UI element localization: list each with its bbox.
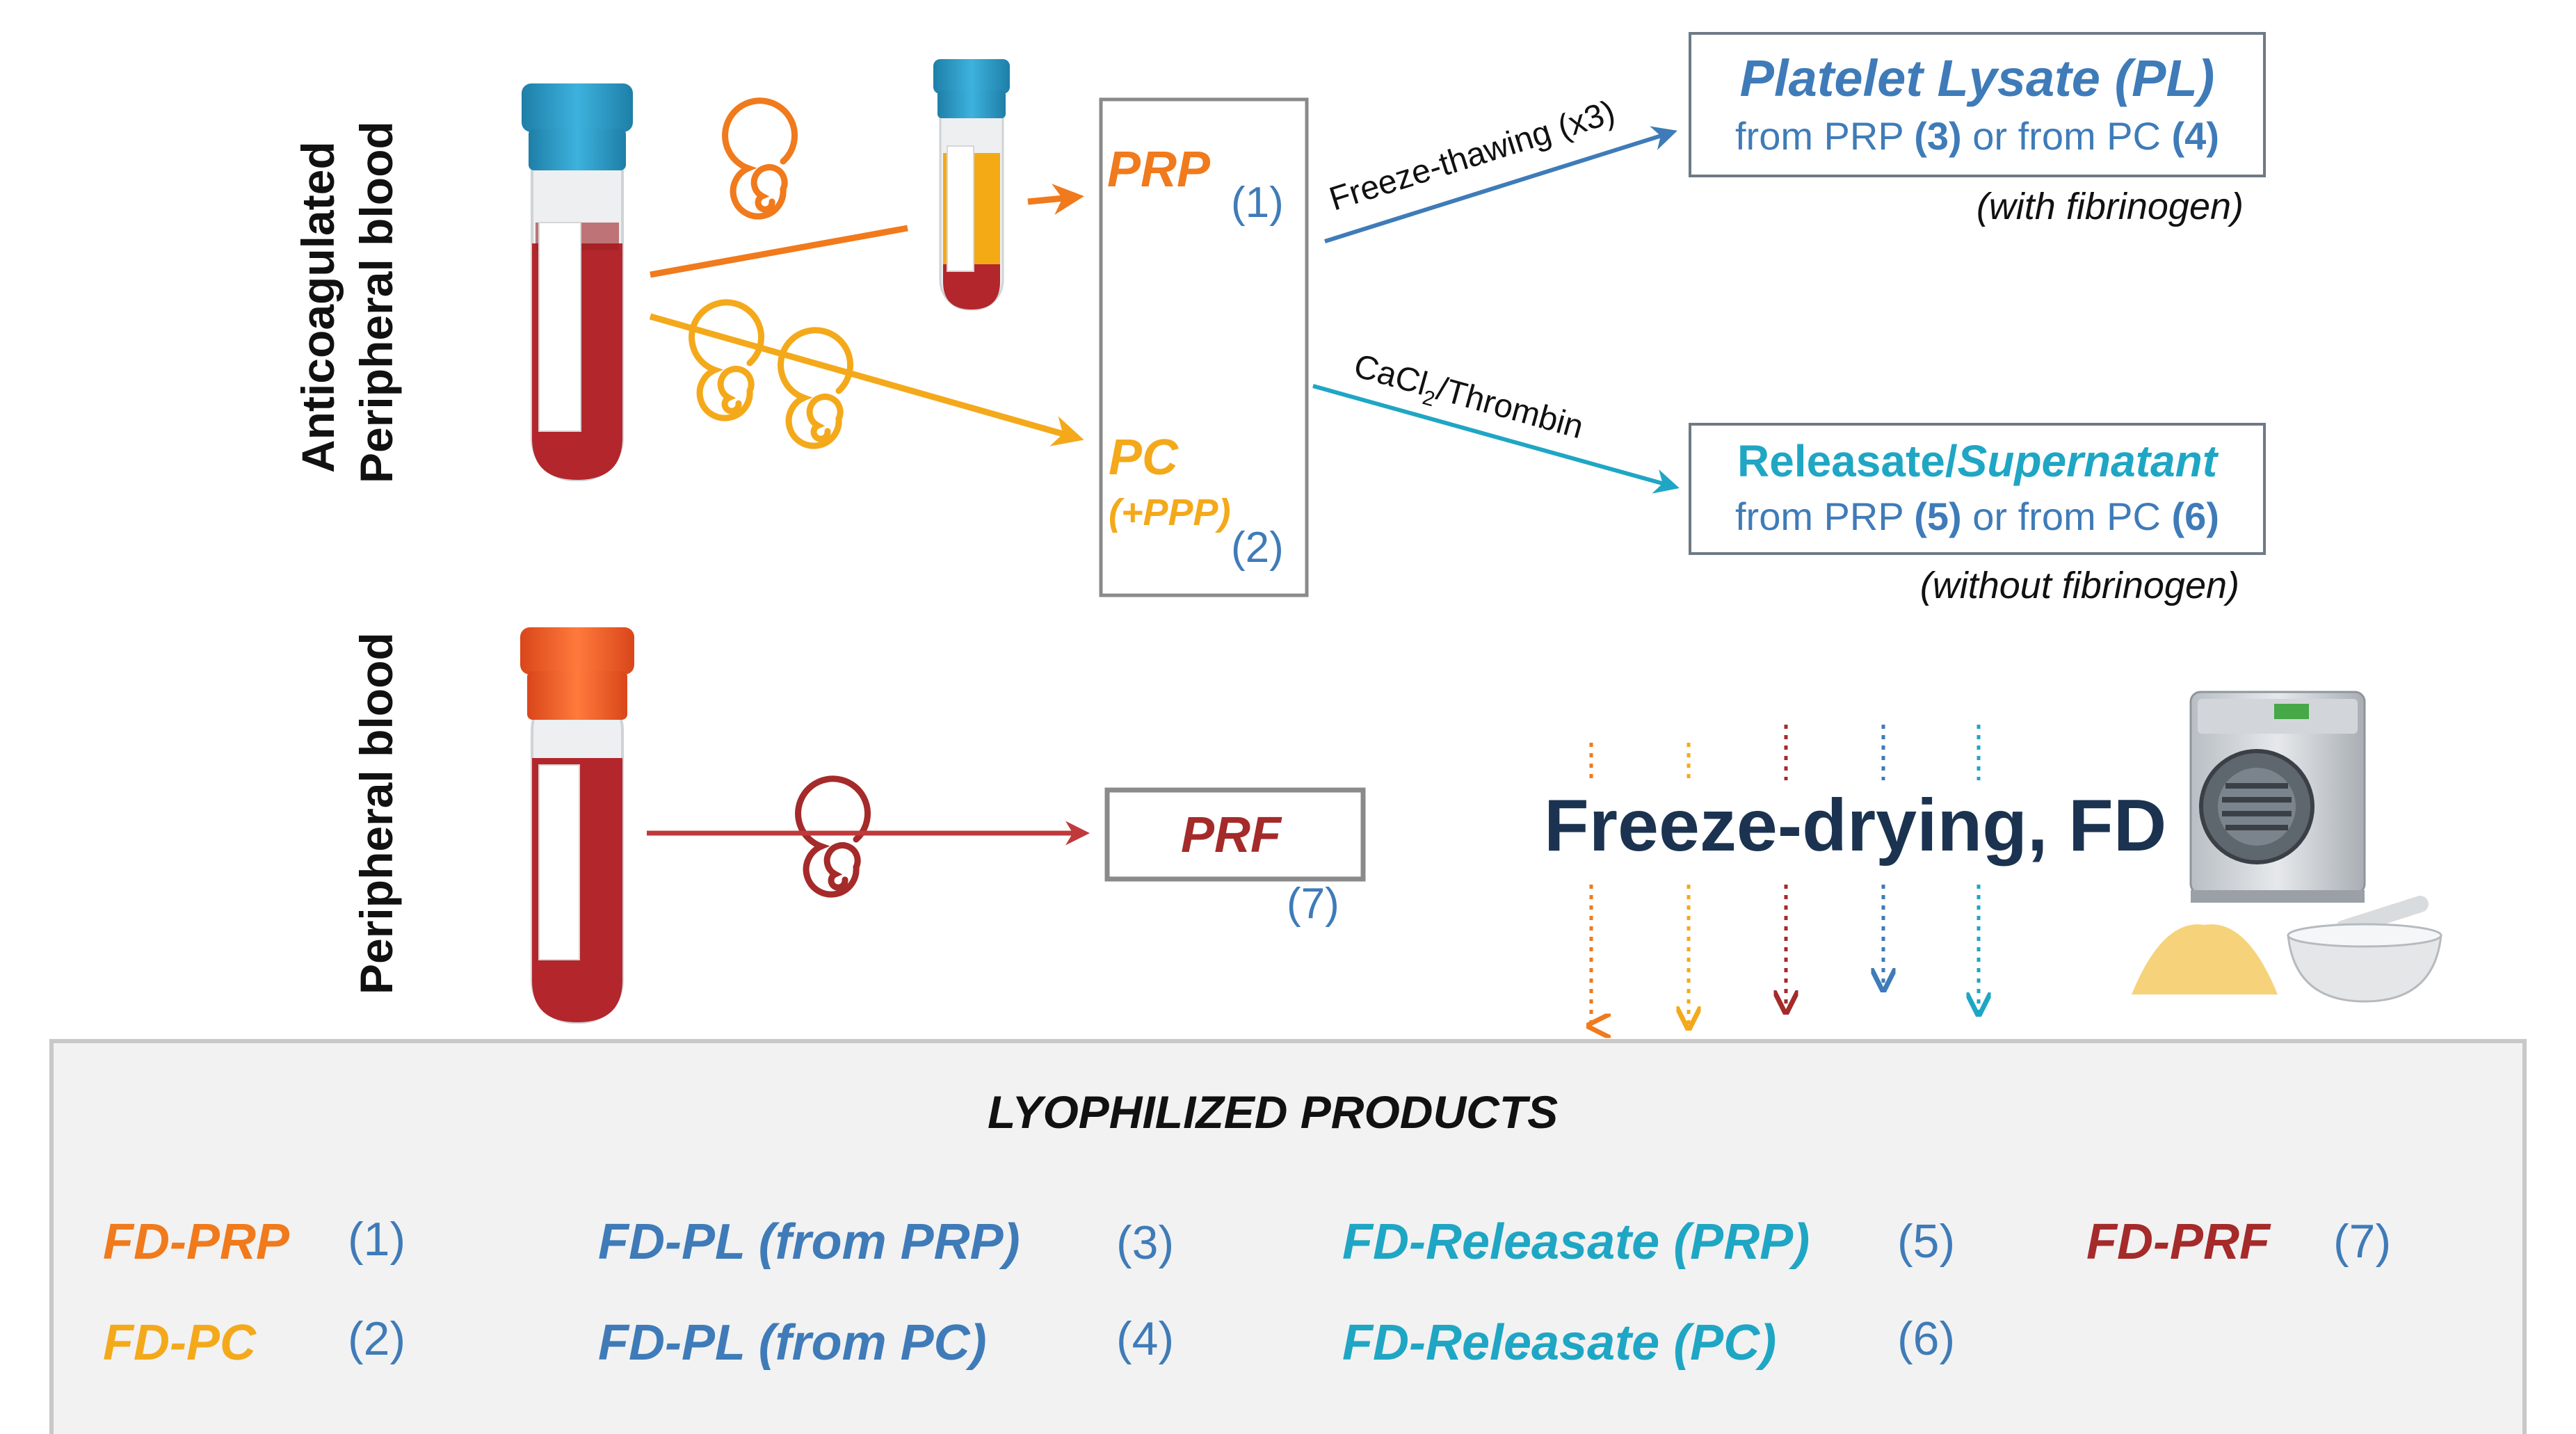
label-peripheral-blood: Peripheral blood xyxy=(351,632,402,994)
product-fd-pl-prp: FD-PL (from PRP) xyxy=(598,1214,1020,1270)
pl-from-pc: or from PC xyxy=(1962,114,2172,158)
prf-label: PRF xyxy=(1181,807,1282,863)
rel-from-prp: from PRP xyxy=(1735,494,1914,538)
platelet-lysate-source: from PRP (3) or from PC (4) xyxy=(1735,114,2219,158)
cacl2-text: CaCl xyxy=(1350,348,1431,403)
platelet-lysate-note: (with fibrinogen) xyxy=(1977,186,2244,227)
product-num-7: (7) xyxy=(2333,1215,2391,1268)
platelet-lysate-box xyxy=(1689,32,2266,177)
label-anticoagulated-peripheral: Peripheral blood xyxy=(351,121,402,483)
product-fd-releasate-pc: FD-Releasate (PC) xyxy=(1342,1315,1776,1371)
platelet-lysate-title: Platelet Lysate (PL) xyxy=(1740,49,2215,107)
freeze-drying-arrows-top xyxy=(1589,725,1981,780)
arrow-cacl2-thrombin xyxy=(1312,384,1680,494)
arrow-to-prp xyxy=(1027,184,1084,215)
panel-title: LYOPHILIZED PRODUCTS xyxy=(988,1086,1558,1138)
prf-number: (7) xyxy=(1287,880,1339,928)
prp-pc-box xyxy=(1099,97,1309,597)
product-num-1: (1) xyxy=(348,1213,405,1266)
freeze-drying-arrows-bottom xyxy=(1591,885,1979,1026)
product-num-3: (3) xyxy=(1116,1216,1174,1269)
rel-num-5: (5) xyxy=(1914,494,1961,538)
product-num-5: (5) xyxy=(1897,1215,1955,1268)
pl-num-4: (4) xyxy=(2172,114,2219,158)
freeze-drying-label: Freeze-drying, FD xyxy=(1544,784,2166,867)
pc-number: (2) xyxy=(1231,524,1284,572)
releasate-box xyxy=(1689,423,2266,555)
releasate-title-b: Supernatant xyxy=(1958,436,2219,486)
pc-label: PC xyxy=(1109,430,1179,485)
prp-label: PRP xyxy=(1107,142,1211,198)
releasate-title: Releasate/Supernatant xyxy=(1737,436,2219,486)
blood-tube-anticoagulated xyxy=(522,83,633,481)
mortar-and-pestle-icon xyxy=(2287,896,2442,1003)
pl-num-3: (3) xyxy=(1914,114,1961,158)
cacl2-thrombin-label: CaCl2/Thrombin xyxy=(1349,348,1587,451)
rel-from-pc: or from PC xyxy=(1962,494,2172,538)
product-num-2: (2) xyxy=(348,1312,405,1365)
blood-tube-peripheral xyxy=(520,627,634,1024)
product-fd-prf: FD-PRF xyxy=(2086,1214,2271,1270)
powder-pile-icon xyxy=(2132,924,2278,994)
lyophilized-products-panel xyxy=(49,1039,2527,1434)
freeze-thawing-label: Freeze-thawing (x3) xyxy=(1325,94,1619,218)
product-fd-pc: FD-PC xyxy=(103,1315,257,1371)
centrifuge-spiral-icon xyxy=(689,299,854,449)
product-fd-releasate-prp: FD-Releasate (PRP) xyxy=(1342,1214,1810,1270)
arrow-to-pc xyxy=(649,313,1084,446)
product-fd-prp: FD-PRP xyxy=(103,1214,290,1270)
centrifuge-spiral-icon xyxy=(722,97,798,220)
product-num-6: (6) xyxy=(1897,1312,1955,1365)
prp-number: (1) xyxy=(1231,179,1284,227)
product-fd-pl-pc: FD-PL (from PC) xyxy=(598,1315,987,1371)
prf-box xyxy=(1104,787,1366,882)
centrifuge-spiral-icon xyxy=(795,775,871,898)
product-num-4: (4) xyxy=(1116,1312,1174,1365)
releasate-title-a: Releasate/ xyxy=(1737,436,1958,486)
rel-num-6: (6) xyxy=(2172,494,2219,538)
blood-tube-separated xyxy=(933,59,1010,311)
label-anticoagulated: Anticoagulated xyxy=(292,141,344,473)
releasate-source: from PRP (5) or from PC (6) xyxy=(1735,494,2219,538)
releasate-note: (without fibrinogen) xyxy=(1920,565,2239,606)
pl-from-prp: from PRP xyxy=(1735,114,1914,158)
freeze-dryer-icon xyxy=(2189,691,2366,903)
arrow-freeze-thawing xyxy=(1324,126,1677,243)
thrombin-text: /Thrombin xyxy=(1433,370,1587,446)
arrow-to-prp-tube xyxy=(650,225,908,278)
pc-sub-label: (+PPP) xyxy=(1109,492,1231,533)
